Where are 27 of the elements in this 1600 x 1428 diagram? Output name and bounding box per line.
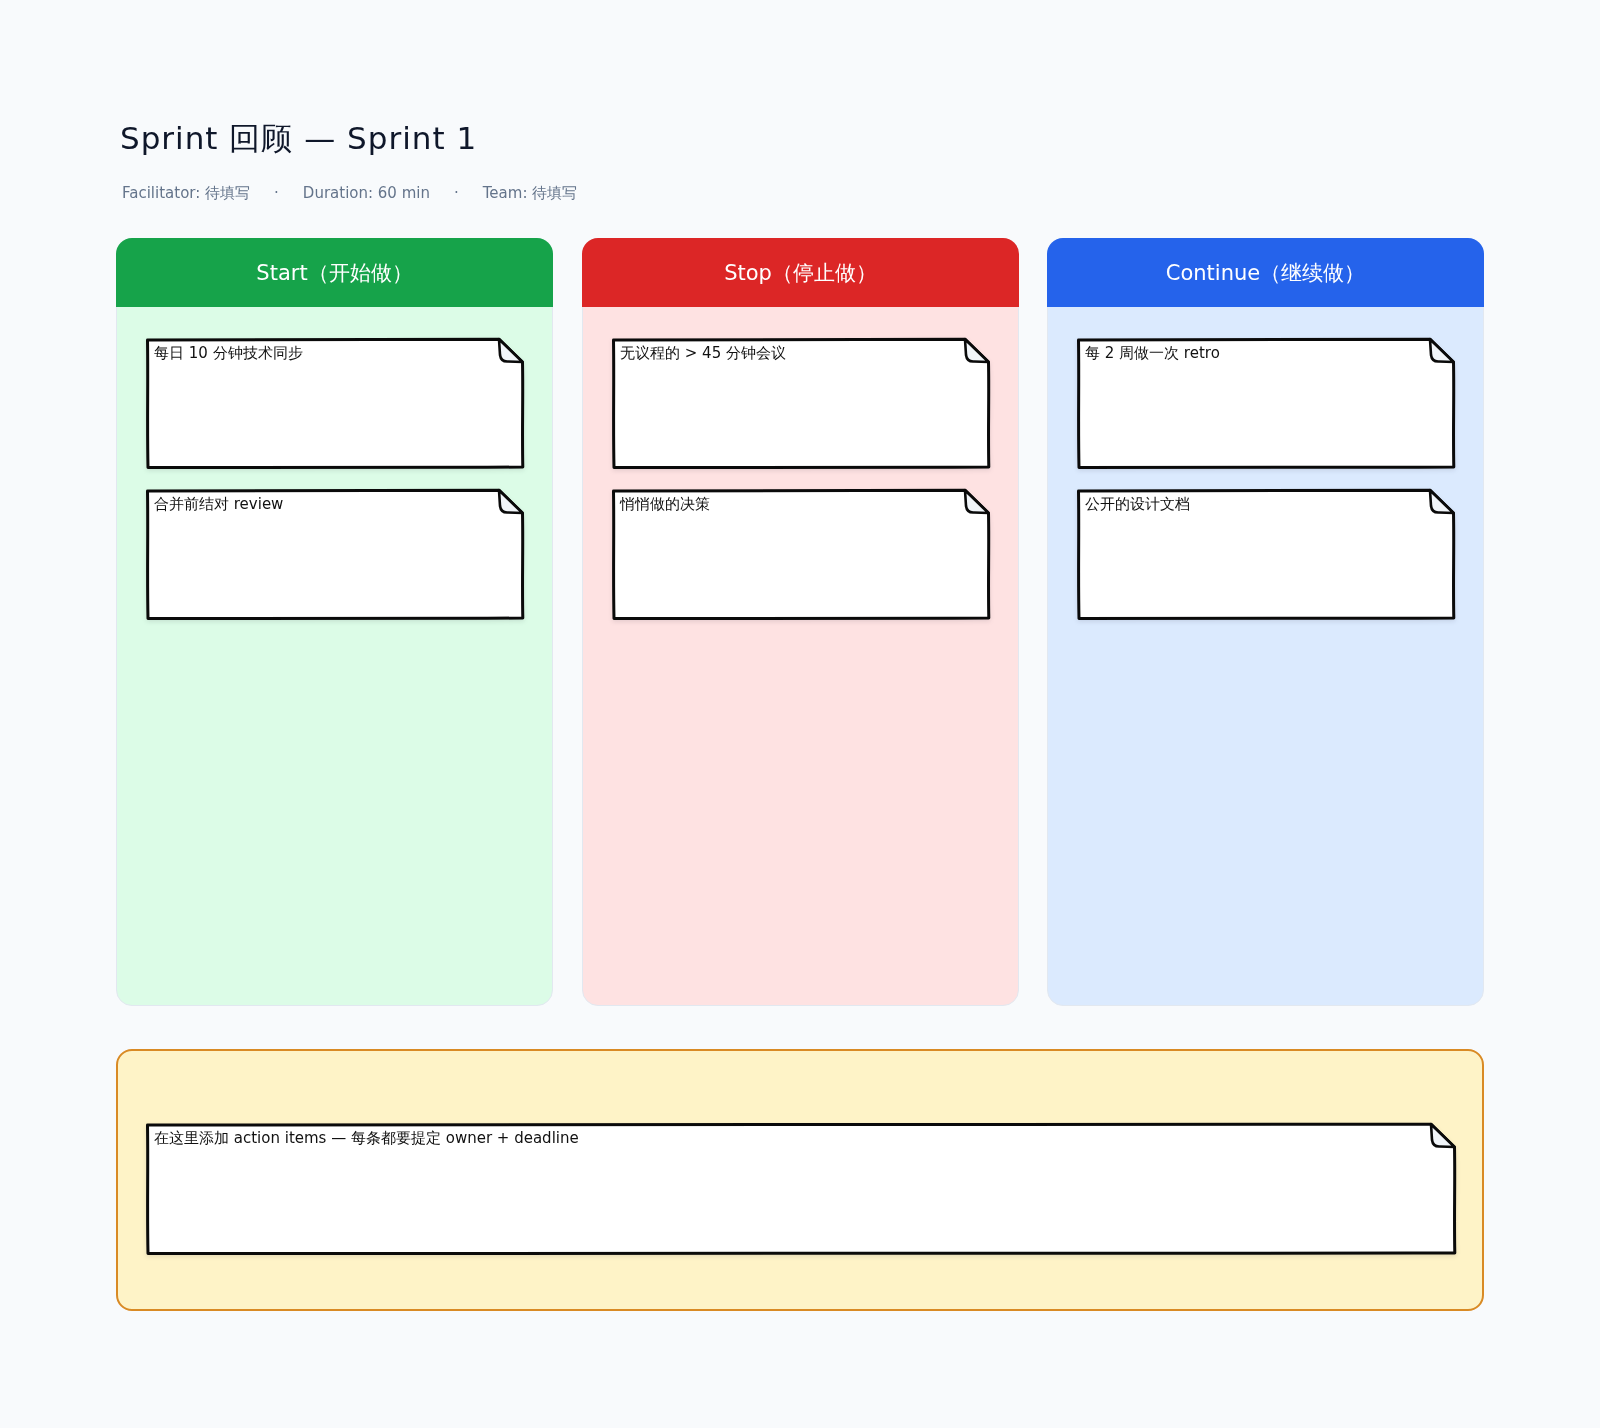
note-text: 合并前结对 review [154,494,285,515]
sticky-note [1076,337,1456,470]
sticky-note [1076,488,1456,621]
sticky-note [145,488,525,621]
meta-text: Team: 待填写 [482,184,578,203]
column-panel [116,238,553,1006]
sticky-note [611,488,991,621]
sticky-note [145,337,525,470]
sticky-note [611,337,991,470]
action-items-panel [116,1049,1484,1311]
column-panel [582,238,1019,1006]
separator-dot: · [453,184,459,203]
sticky-note [145,1122,1457,1256]
note-text: 公开的设计文档 [1085,494,1191,515]
note-text: 每日 10 分钟技术同步 [154,343,304,364]
column-panel [1047,238,1484,1006]
note-text: 悄悄做的决策 [620,494,711,515]
meta-text: Facilitator: 待填写 [122,184,251,203]
column-header: Start（开始做） [116,238,553,307]
note-text: 每 2 周做一次 retro [1085,343,1221,364]
column-header: Continue（继续做） [1047,238,1484,307]
meta-text: Duration: 60 min [302,184,430,203]
note-text: 无议程的 > 45 分钟会议 [620,343,787,364]
separator-dot: · [274,184,279,203]
diagram-title: Sprint 回顾 — Sprint 1 [120,119,478,158]
note-text: 在这里添加 action items — 每条都要提定 owner + deadline [154,1128,580,1149]
column-header: Stop（停止做） [582,238,1019,307]
